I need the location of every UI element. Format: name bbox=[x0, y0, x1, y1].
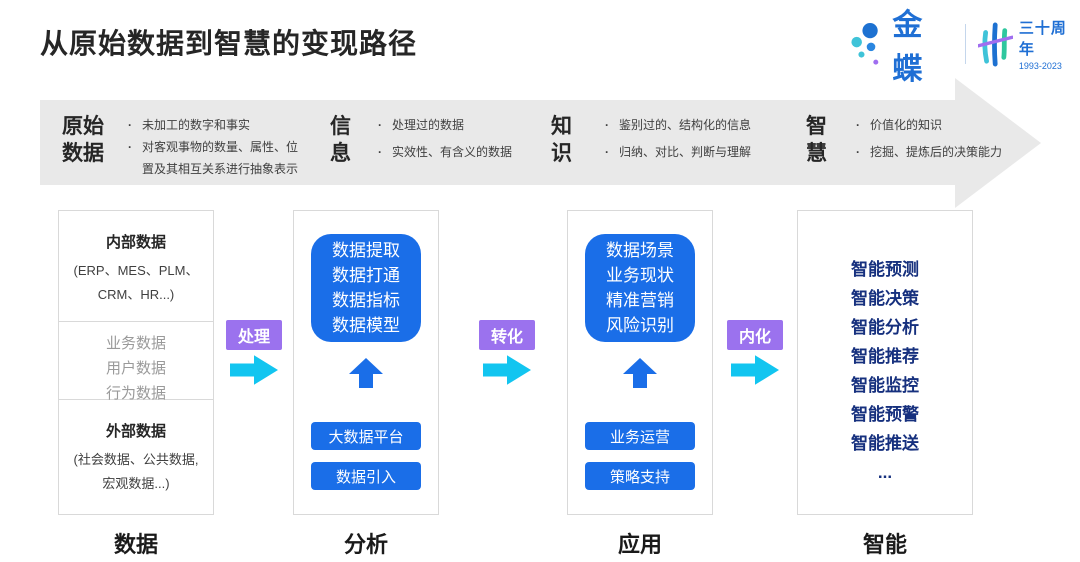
internal-data-section: 内部数据 (ERP、MES、PLM、CRM、HR...) bbox=[59, 211, 213, 322]
list-item: 智能预测 bbox=[851, 260, 919, 279]
right-arrow-icon bbox=[731, 355, 779, 385]
application-capability-box: 数据场景 业务现状 精准营销 风险识别 bbox=[585, 234, 695, 342]
analysis-capability-box: 数据提取 数据打通 数据指标 数据模型 bbox=[311, 234, 421, 342]
footer-label-analysis: 分析 bbox=[343, 532, 388, 557]
intelligence-list: 智能预测 智能决策 智能分析 智能推荐 智能监控 智能预警 智能推送 ... bbox=[798, 211, 972, 487]
bullet: 挖掘、提炼后的决策能力 bbox=[854, 141, 1034, 163]
capability-line: 精准营销 bbox=[606, 291, 674, 310]
external-data-section: 外部数据 (社会数据、公共数据, 宏观数据...) bbox=[59, 400, 213, 496]
kingdee-logo: 金蝶 三十周年 1993-2023 bbox=[850, 9, 1080, 86]
footer-label-application: 应用 bbox=[617, 532, 662, 557]
bullet: 对客观事物的数量、属性、位置及其相互关系进行抽象表示 bbox=[126, 136, 302, 180]
analysis-column-box: 数据提取 数据打通 数据指标 数据模型 大数据平台 数据引入 bbox=[293, 210, 439, 515]
list-item: 业务数据 bbox=[105, 335, 166, 352]
stage-knowledge-bullets: 鉴别过的、结构化的信息 归纳、对比、判断与理解 bbox=[603, 110, 789, 164]
list-item: 智能决策 bbox=[851, 289, 919, 308]
capability-line: 数据模型 bbox=[332, 316, 400, 335]
business-operation-pill: 业务运营 bbox=[585, 422, 695, 450]
bullet: 处理过的数据 bbox=[376, 114, 546, 136]
page-title: 从原始数据到智慧的变现路径 bbox=[40, 28, 418, 59]
stage-wisdom-bullets: 价值化的知识 挖掘、提炼后的决策能力 bbox=[854, 110, 1034, 164]
stage-information: 信息 处理过的数据 实效性、有含义的数据 bbox=[330, 110, 546, 168]
intelligence-column-box: 智能预测 智能决策 智能分析 智能推荐 智能监控 智能预警 智能推送 ... bbox=[797, 210, 973, 515]
list-item: 智能监控 bbox=[851, 376, 919, 395]
list-item: 智能分析 bbox=[851, 318, 919, 337]
data-import-pill: 数据引入 bbox=[311, 462, 421, 490]
anniversary-title: 三十周年 bbox=[1018, 20, 1067, 58]
right-arrow-icon bbox=[230, 355, 278, 385]
bullet: 价值化的知识 bbox=[854, 114, 1034, 136]
capability-line: 数据场景 bbox=[606, 241, 674, 260]
middle-data-section: 业务数据 用户数据 行为数据 bbox=[59, 322, 213, 402]
kingdee-brand-text: 金蝶 bbox=[892, 9, 925, 86]
list-item: 智能推荐 bbox=[851, 347, 919, 366]
bullet: 归纳、对比、判断与理解 bbox=[603, 141, 789, 163]
capability-line: 数据提取 bbox=[332, 241, 400, 260]
strategy-support-pill: 策略支持 bbox=[585, 462, 695, 490]
big-data-platform-pill: 大数据平台 bbox=[311, 422, 421, 450]
capability-line: 业务现状 bbox=[606, 266, 674, 285]
list-item: 用户数据 bbox=[105, 360, 166, 377]
anniversary-text: 三十周年 1993-2023 bbox=[1019, 17, 1080, 71]
stage-raw-data-term: 原始数据 bbox=[62, 115, 104, 166]
capability-line: 风险识别 bbox=[606, 316, 674, 335]
internal-data-title: 内部数据 bbox=[105, 234, 166, 251]
bullet: 实效性、有含义的数据 bbox=[376, 141, 546, 163]
internal-data-sub: (ERP、MES、PLM、CRM、HR...) bbox=[73, 263, 199, 303]
up-arrow-icon bbox=[623, 358, 657, 388]
stage-information-bullets: 处理过的数据 实效性、有含义的数据 bbox=[376, 110, 546, 164]
footer-label-data: 数据 bbox=[113, 532, 158, 557]
kingdee-dots-icon bbox=[851, 22, 879, 65]
external-data-sub: (社会数据、公共数据, 宏观数据...) bbox=[73, 452, 199, 492]
list-item: 行为数据 bbox=[105, 385, 166, 402]
bullet: 未加工的数字和事实 bbox=[126, 114, 302, 136]
stage-raw-data: 原始数据 未加工的数字和事实 对客观事物的数量、属性、位置及其相互关系进行抽象表… bbox=[62, 110, 302, 181]
processing-connector: 处理 bbox=[226, 320, 282, 390]
stage-knowledge: 知识 鉴别过的、结构化的信息 归纳、对比、判断与理解 bbox=[551, 110, 789, 168]
footer-label-intelligence: 智能 bbox=[862, 532, 907, 557]
up-arrow-icon bbox=[349, 358, 383, 388]
list-item: 智能预警 bbox=[851, 405, 919, 424]
logo-divider bbox=[965, 24, 967, 64]
transform-connector: 转化 bbox=[479, 320, 535, 390]
internalize-badge: 内化 bbox=[727, 320, 783, 350]
ellipsis-item: ... bbox=[877, 463, 893, 482]
capability-line: 数据指标 bbox=[332, 291, 400, 310]
capability-line: 数据打通 bbox=[332, 266, 400, 285]
stage-raw-data-bullets: 未加工的数字和事实 对客观事物的数量、属性、位置及其相互关系进行抽象表示 bbox=[126, 110, 302, 181]
anniversary-mark-icon bbox=[978, 22, 1013, 67]
processing-badge: 处理 bbox=[226, 320, 282, 350]
transform-badge: 转化 bbox=[479, 320, 535, 350]
anniversary-years: 1993-2023 bbox=[1018, 61, 1062, 71]
bullet: 鉴别过的、结构化的信息 bbox=[603, 114, 789, 136]
stage-knowledge-term: 知识 bbox=[551, 115, 572, 166]
list-item: 智能推送 bbox=[851, 434, 919, 453]
stage-wisdom: 智慧 价值化的知识 挖掘、提炼后的决策能力 bbox=[806, 110, 1034, 168]
external-data-title: 外部数据 bbox=[105, 423, 166, 440]
application-column-box: 数据场景 业务现状 精准营销 风险识别 业务运营 策略支持 bbox=[567, 210, 713, 515]
data-column-box: 内部数据 (ERP、MES、PLM、CRM、HR...) 业务数据 用户数据 行… bbox=[58, 210, 214, 515]
internalize-connector: 内化 bbox=[727, 320, 783, 390]
stage-wisdom-term: 智慧 bbox=[806, 115, 827, 166]
stage-information-term: 信息 bbox=[330, 115, 351, 166]
right-arrow-icon bbox=[483, 355, 531, 385]
